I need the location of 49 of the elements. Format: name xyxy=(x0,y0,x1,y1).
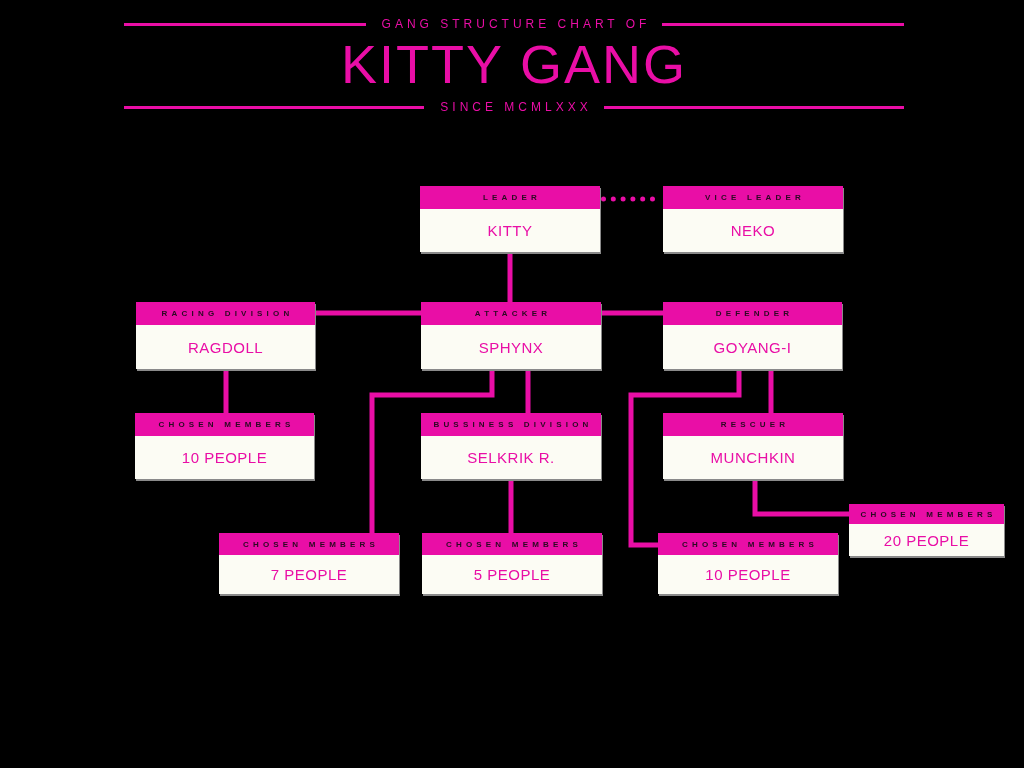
org-chart-card xyxy=(420,186,600,252)
chart-title: KITTY GANG xyxy=(339,34,689,94)
member-name: 10 PEOPLE xyxy=(705,566,791,583)
org-chart-card xyxy=(421,302,601,369)
member-name: MUNCHKIN xyxy=(710,449,796,466)
member-name: 20 PEOPLE xyxy=(883,531,970,549)
role-heading: DEFENDER xyxy=(663,302,842,325)
org-chart-card xyxy=(658,533,838,594)
connector-line xyxy=(525,369,531,413)
connector-line xyxy=(508,479,514,533)
member-name: RAGDOLL xyxy=(187,338,264,356)
role-heading: CHOSEN MEMBERS xyxy=(135,413,314,436)
role-heading: LEADER xyxy=(420,186,600,209)
role-heading: CHOSEN MEMBERS xyxy=(658,533,838,555)
connector-line xyxy=(315,310,421,316)
org-chart-card xyxy=(219,533,399,594)
org-chart-card xyxy=(136,302,315,369)
member-name: SELKRIK R. xyxy=(467,449,555,466)
connector-line xyxy=(601,310,663,316)
role-heading: CHOSEN MEMBERS xyxy=(849,504,1004,524)
role-heading: VICE LEADER xyxy=(663,186,843,209)
role-heading: BUSSINESS DIVISION xyxy=(421,413,601,436)
role-heading: CHOSEN MEMBERS xyxy=(422,533,602,555)
member-name: 7 PEOPLE xyxy=(270,566,348,583)
role-heading: RACING DIVISION xyxy=(136,302,315,325)
connector-line xyxy=(628,369,742,548)
member-name: 5 PEOPLE xyxy=(473,566,551,583)
role-heading: CHOSEN MEMBERS xyxy=(219,533,399,555)
connector-line xyxy=(752,479,849,517)
connector-line xyxy=(507,252,513,302)
org-chart-card xyxy=(663,302,842,369)
role-heading: ATTACKER xyxy=(421,302,601,325)
org-chart-card xyxy=(421,413,601,479)
member-name: NEKO xyxy=(730,222,776,239)
member-name: KITTY xyxy=(487,222,533,239)
subtitle-text: GANG STRUCTURE CHART OF xyxy=(380,17,651,31)
connector-line xyxy=(223,369,229,413)
role-heading: RESCUER xyxy=(663,413,843,436)
org-chart-card xyxy=(135,413,314,479)
org-chart-card xyxy=(663,413,843,479)
connector-line xyxy=(369,369,495,533)
org-chart-card xyxy=(849,504,1004,556)
subtitle-text: SINCE MCMLXXX xyxy=(439,100,592,114)
connector-line xyxy=(768,369,774,413)
org-chart-card xyxy=(422,533,602,594)
member-name: SPHYNX xyxy=(478,338,544,356)
member-name: GOYANG-I xyxy=(713,338,792,356)
org-chart-card xyxy=(663,186,843,252)
member-name: 10 PEOPLE xyxy=(181,449,268,466)
